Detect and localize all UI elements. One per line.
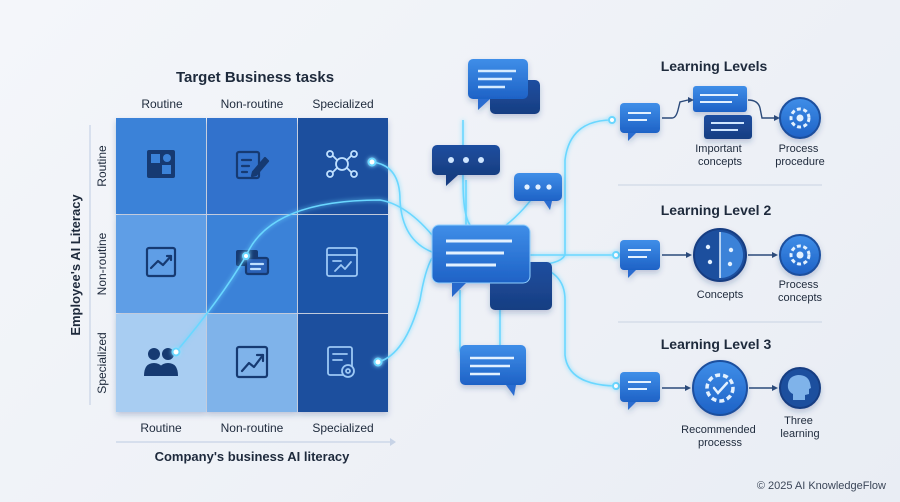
column-header-routine: Routine <box>141 97 183 111</box>
level-3-label-a: Recommended processs <box>681 424 759 449</box>
column-header-specialized: Specialized <box>312 97 373 111</box>
level-3-head-node <box>779 367 821 409</box>
cell-non-routine-specialized <box>298 215 388 313</box>
level-3-label-b: Three learning <box>780 415 819 440</box>
chat-bubble-center <box>431 224 552 310</box>
level-1-label-a: Important concepts <box>695 143 745 168</box>
level-2-input-bubble <box>620 240 660 278</box>
level-3-arrows <box>662 385 778 391</box>
level-1-label-b: Process procedure <box>775 143 825 168</box>
level-1-arrows <box>662 97 780 121</box>
cell-specialized-routine <box>116 314 206 412</box>
network-icon <box>326 150 358 178</box>
y-axis-label: Employee's AI Literacy <box>68 194 83 336</box>
footer-copyright: © 2025 AI KnowledgeFlow <box>756 480 886 492</box>
settings-document-icon <box>327 346 355 378</box>
x-axis-arrow <box>390 438 396 446</box>
column-header-non-routine: Non-routine <box>221 97 284 111</box>
row-header-specialized: Specialized <box>95 332 109 393</box>
bottom-label-routine: Routine <box>140 421 182 435</box>
level-3-input-bubble <box>620 372 660 410</box>
level-2-brain-node <box>693 228 747 282</box>
level-2-label-b: Process concepts <box>778 279 823 304</box>
document-edit-icon <box>235 150 270 180</box>
line-chart-icon <box>145 246 177 278</box>
bottom-label-non-routine: Non-routine <box>221 421 284 435</box>
level-1-gear-node <box>779 97 821 139</box>
dashboard-icon <box>326 247 358 277</box>
users-icon <box>144 348 178 376</box>
level-1-concept-bubbles <box>693 86 752 139</box>
typing-bubble-left <box>432 145 500 186</box>
puzzle-icon <box>147 150 175 178</box>
cell-specialized-non-routine <box>207 314 297 412</box>
level-1-title: Learning Levels <box>661 58 768 74</box>
bottom-label-specialized: Specialized <box>312 421 373 435</box>
level-2-title: Learning Level 2 <box>661 202 772 218</box>
matrix-title: Target Business tasks <box>176 69 334 86</box>
typing-bubble-right <box>514 173 562 210</box>
cell-routine-non-routine <box>207 118 297 214</box>
connector-nodes <box>171 116 620 390</box>
chat-bubble-bottom <box>460 345 526 396</box>
x-axis-label: Company's business AI literacy <box>155 449 351 464</box>
growth-chart-icon <box>235 345 269 379</box>
level-1-input-bubble <box>620 103 660 141</box>
level-3-title: Learning Level 3 <box>661 336 772 352</box>
cell-specialized-specialized <box>298 314 388 412</box>
level-2-arrows <box>662 252 778 258</box>
level-3-check-gear-node <box>692 360 748 416</box>
level-2-label-a: Concepts <box>697 289 744 301</box>
chat-bubble-top <box>468 59 540 114</box>
row-header-non-routine: Non-routine <box>95 232 109 295</box>
row-header-routine: Routine <box>95 145 109 187</box>
level-2-gear-node <box>779 234 821 276</box>
